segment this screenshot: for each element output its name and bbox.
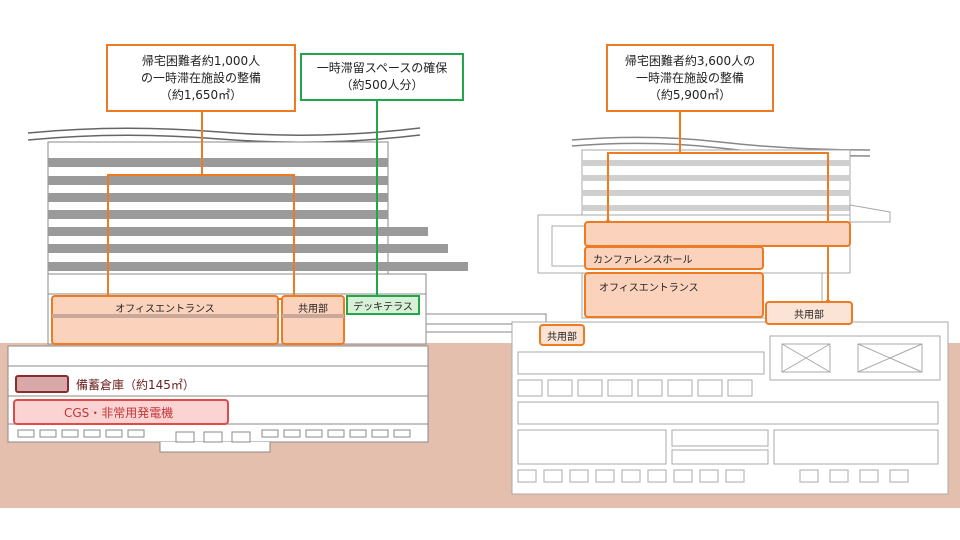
storage-swatch <box>15 375 69 393</box>
right-building <box>511 136 949 495</box>
left-shared-fill <box>281 295 345 345</box>
right-top-fill <box>584 221 851 247</box>
left-shared-label: 共用部 <box>298 303 328 315</box>
right-shared-fill <box>765 301 853 325</box>
right-main-callout: 帰宅困難者約3,600人の 一時滞在施設の整備 （約5,900㎡） <box>606 44 774 112</box>
temporary-stay-callout: 一時滞留スペースの確保 （約500人分） <box>300 53 464 101</box>
cgs-label: CGS・非常用発電機 <box>64 405 174 420</box>
left-main-callout: 帰宅困難者約1,000人 の一時滞在施設の整備 （約1,650㎡） <box>106 44 296 112</box>
right-shared-label: 共用部 <box>794 309 824 321</box>
conference-hall-label: カンファレンスホール <box>593 254 693 266</box>
right-office-fill <box>584 272 764 318</box>
cgs-fill <box>13 399 229 425</box>
deck-terrace-label: デッキテラス <box>353 301 413 313</box>
left-office-entrance-label: オフィスエントランス <box>115 303 215 315</box>
deck-terrace-fill <box>346 295 420 315</box>
conference-fill <box>584 246 764 270</box>
right-shared-left-label: 共用部 <box>547 331 577 343</box>
storage-label: 備蓄倉庫（約145㎡） <box>76 378 195 392</box>
left-office-fill <box>51 295 279 345</box>
right-shared-left-fill <box>539 324 585 346</box>
right-office-entrance-label: オフィスエントランス <box>599 282 699 294</box>
